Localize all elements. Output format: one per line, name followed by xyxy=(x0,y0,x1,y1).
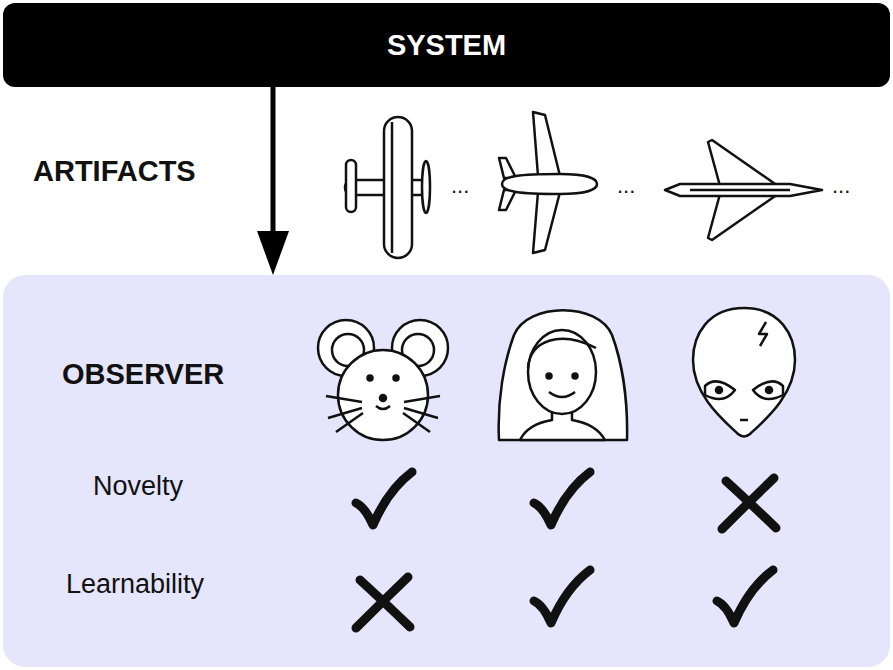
node-text: Learnability xyxy=(66,569,204,600)
node-text: OBSERVER xyxy=(62,358,224,391)
arrow-head xyxy=(257,231,289,275)
edge-label: ARTIFACTS xyxy=(33,155,196,188)
ellipsis-label: ... xyxy=(832,173,850,199)
jetliner-icon xyxy=(499,112,597,253)
system-bar: SYSTEM xyxy=(3,3,890,87)
biplane-icon xyxy=(345,117,430,258)
flow-arrow xyxy=(257,87,289,275)
ellipsis-label: ... xyxy=(617,173,635,199)
ellipsis-label: ... xyxy=(451,173,469,199)
node-text: Novelty xyxy=(93,471,183,502)
delta-jet-icon xyxy=(665,140,822,240)
human-observer-icon xyxy=(499,310,627,440)
arrow-shaft xyxy=(271,87,276,233)
node-text: SYSTEM xyxy=(387,29,506,62)
